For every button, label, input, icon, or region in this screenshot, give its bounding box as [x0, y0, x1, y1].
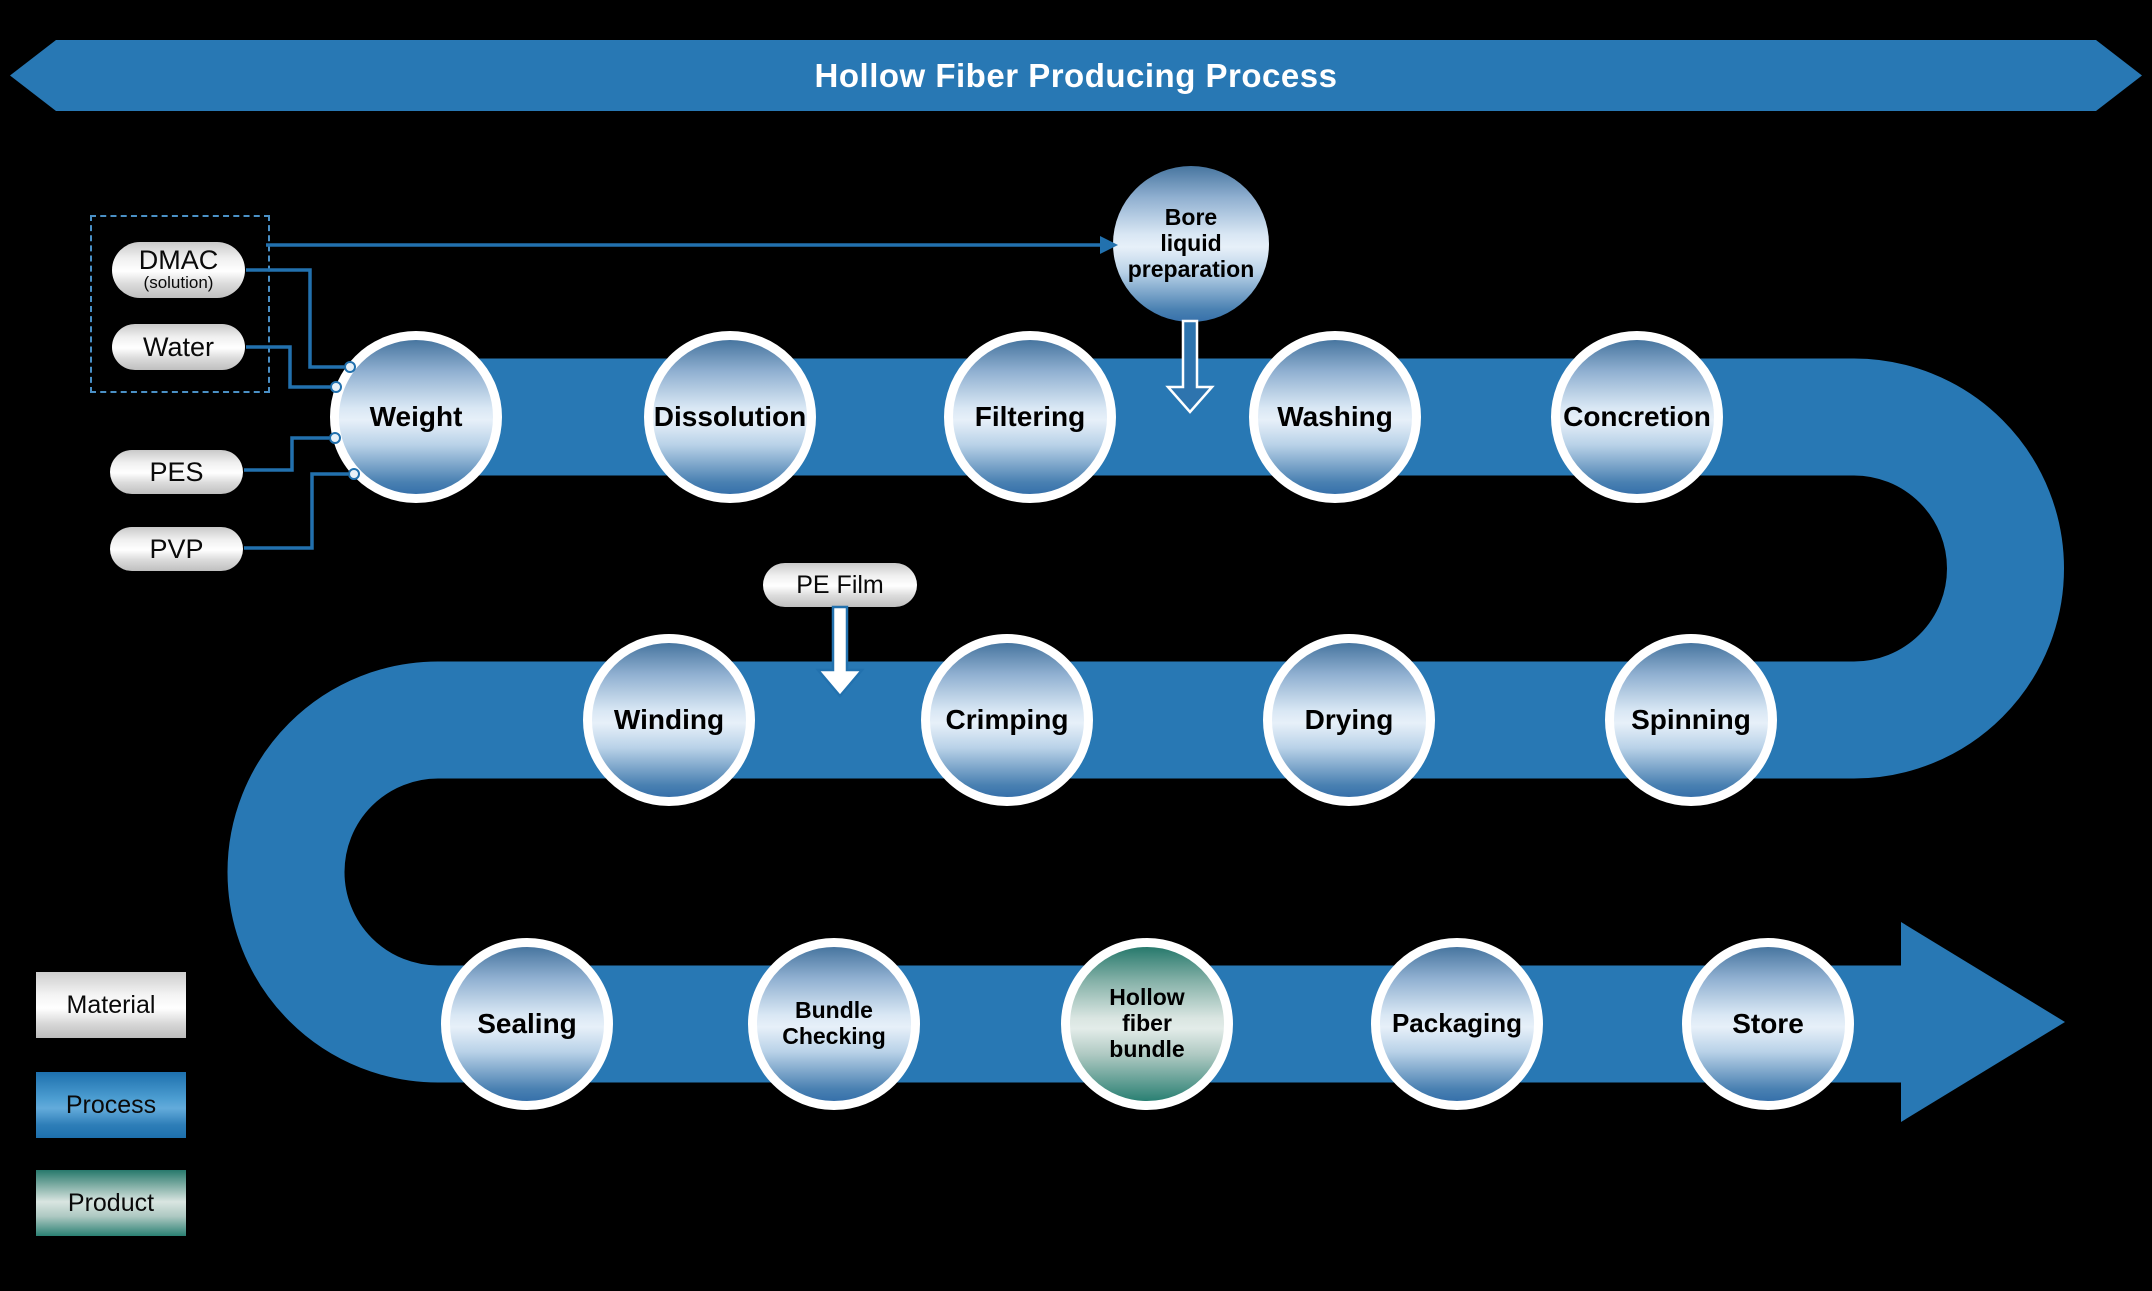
packaging-label: Packaging: [1391, 1008, 1523, 1039]
connector-pes-to-weight: [244, 436, 329, 472]
sealing-label: Sealing: [477, 1008, 577, 1040]
process-node-spinning: Spinning: [1605, 634, 1777, 806]
process-node-dissolution: Dissolution: [644, 331, 816, 503]
process-node-filtering: Filtering: [944, 331, 1116, 503]
flow-end-arrowhead-icon: [1901, 922, 2065, 1122]
pe-film-down-arrow-icon: [815, 605, 865, 698]
dmac-sublabel: (solution): [143, 273, 214, 293]
process-node-drying: Drying: [1263, 634, 1435, 806]
process-node-store: Store: [1682, 938, 1854, 1110]
weight-label: Weight: [369, 401, 463, 433]
washing-label: Washing: [1277, 401, 1393, 433]
hollow-fiber-bundle-label: Hollow fiber bundle: [1109, 984, 1185, 1062]
bundle-checking-label: Bundle Checking: [782, 997, 886, 1049]
pe-film-label: PE Film: [796, 570, 884, 599]
legend-product-label: Product: [67, 1188, 155, 1217]
dmac-label: DMAC: [138, 245, 219, 276]
legend-item-process: Process: [36, 1072, 186, 1138]
solution-group-box: [90, 215, 270, 393]
material-pill-water: Water: [112, 324, 245, 370]
connection-dot: [344, 361, 356, 373]
filtering-label: Filtering: [974, 401, 1086, 433]
process-node-sealing: Sealing: [441, 938, 613, 1110]
bore-connector-arrowhead-icon: [1100, 236, 1118, 254]
title-banner: Hollow Fiber Producing Process: [10, 40, 2142, 111]
winding-label: Winding: [613, 704, 725, 736]
process-node-washing: Washing: [1249, 331, 1421, 503]
drying-label: Drying: [1304, 704, 1394, 736]
page-title: Hollow Fiber Producing Process: [814, 56, 1338, 94]
process-node-bundle-checking: Bundle Checking: [748, 938, 920, 1110]
process-node-crimping: Crimping: [921, 634, 1093, 806]
material-pill-pes: PES: [110, 450, 243, 494]
connector-pvp-to-weight: [244, 472, 348, 550]
process-node-winding: Winding: [583, 634, 755, 806]
material-pill-dmac: DMAC (solution): [112, 242, 245, 298]
legend-item-material: Material: [36, 972, 186, 1038]
concretion-label: Concretion: [1563, 401, 1711, 433]
connector-dmac-to-weight: [246, 268, 344, 369]
connection-dot: [330, 381, 342, 393]
process-node-bore-liquid-preparation: Bore liquid preparation: [1113, 166, 1269, 322]
legend-process-label: Process: [65, 1090, 157, 1119]
store-label: Store: [1732, 1008, 1804, 1040]
material-pill-pvp: PVP: [110, 527, 243, 571]
connection-dot: [329, 432, 341, 444]
process-node-packaging: Packaging: [1371, 938, 1543, 1110]
connector-water-to-weight: [246, 345, 330, 389]
dissolution-label: Dissolution: [653, 401, 807, 433]
material-pill-pe-film: PE Film: [763, 563, 917, 607]
spinning-label: Spinning: [1631, 704, 1751, 736]
water-label: Water: [142, 331, 214, 362]
product-node-hollow-fiber-bundle: Hollow fiber bundle: [1061, 938, 1233, 1110]
pvp-label: PVP: [149, 533, 204, 564]
bore-label: Bore liquid preparation: [1127, 204, 1255, 282]
pes-label: PES: [149, 456, 204, 487]
connection-dot: [348, 468, 360, 480]
process-node-concretion: Concretion: [1551, 331, 1723, 503]
legend-material-label: Material: [66, 990, 156, 1019]
bore-down-arrow-icon: [1165, 319, 1215, 414]
crimping-label: Crimping: [945, 704, 1069, 736]
legend-item-product: Product: [36, 1170, 186, 1236]
